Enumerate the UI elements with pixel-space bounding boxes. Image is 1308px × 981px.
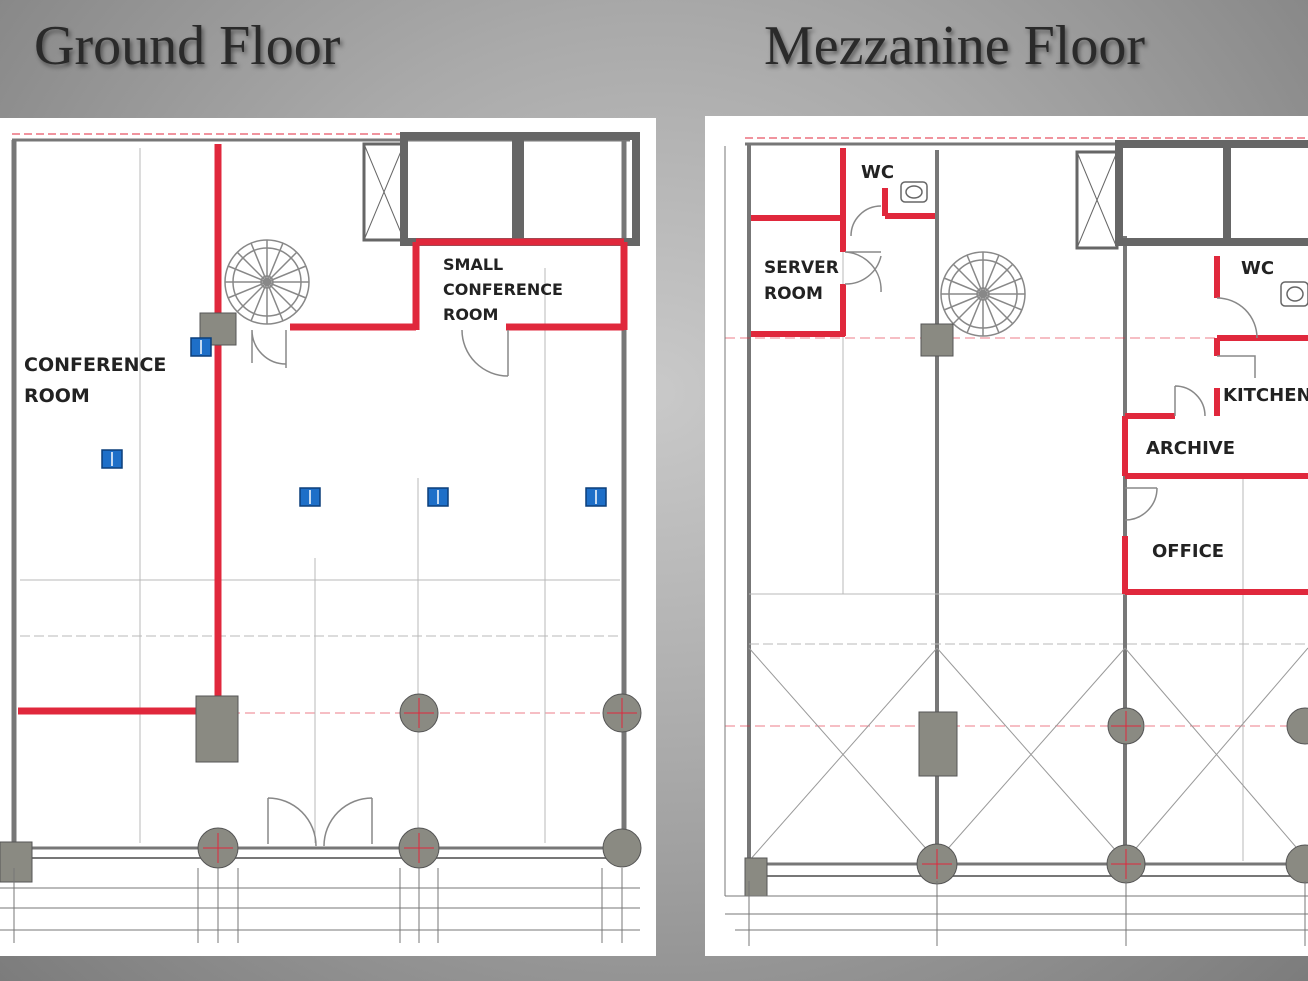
wc-fixtures (900, 181, 1308, 307)
mezzanine-column-crosshairs (922, 711, 1141, 879)
mezzanine-floor-plan: WC SERVER ROOM WC KITCHEN ARCHIVE OFFICE (705, 116, 1308, 956)
kitchen-label: KITCHEN (1223, 385, 1308, 406)
archive-label: ARCHIVE (1146, 438, 1235, 459)
mezzanine-partitions (751, 148, 1308, 595)
ground-spiral-staircase (224, 239, 310, 325)
small-conference-room-label: SMALL (443, 255, 503, 274)
ground-floor-title: Ground Floor (34, 15, 341, 77)
mezzanine-dimension-lines (724, 146, 1308, 946)
ground-column-crosshairs (203, 698, 637, 863)
conference-room-label: CONFERENCE (24, 354, 166, 376)
ground-partitions (18, 144, 628, 715)
server-room-label: SERVER (764, 258, 839, 278)
wc-right-label: WC (1241, 258, 1274, 279)
ground-floor-outlets (101, 337, 607, 507)
office-label: OFFICE (1152, 541, 1224, 562)
ground-elevator-shafts (362, 132, 640, 246)
wc-left-label: WC (861, 162, 894, 183)
mezzanine-floor-title: Mezzanine Floor (764, 15, 1145, 77)
mezzanine-columns (744, 323, 1308, 897)
mezzanine-spiral-staircase (940, 251, 1026, 337)
mezzanine-elevator-shafts (1075, 140, 1308, 250)
mezzanine-void-markings (748, 647, 1308, 862)
conference-room-label-line2: ROOM (24, 385, 90, 407)
ground-doors (251, 329, 509, 847)
ground-floor-plan: CONFERENCE ROOM SMALL CONFERENCE ROOM (0, 118, 656, 956)
small-conference-room-label-line2: CONFERENCE (443, 280, 563, 299)
ground-dimension-lines (0, 868, 640, 943)
small-conference-room-label-line3: ROOM (443, 305, 498, 324)
server-room-label-line2: ROOM (764, 284, 823, 304)
ground-grid-lines (20, 148, 620, 843)
mezzanine-floor-drawing: WC SERVER ROOM WC KITCHEN ARCHIVE OFFICE (724, 137, 1308, 946)
mezzanine-doors (844, 205, 1258, 521)
mezzanine-outer-walls (745, 137, 1308, 877)
ground-floor-drawing: CONFERENCE ROOM SMALL CONFERENCE ROOM (0, 132, 642, 943)
